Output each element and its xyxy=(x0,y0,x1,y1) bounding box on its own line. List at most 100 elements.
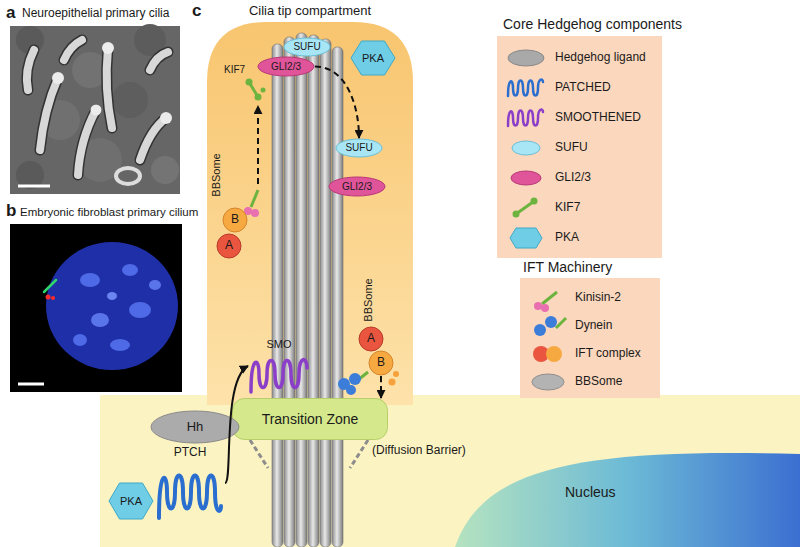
legend-text: SUFU xyxy=(555,141,588,155)
node-label: GLI2/3 xyxy=(342,181,372,193)
ift-b-complex: B xyxy=(222,207,248,233)
ift-a-complex: A xyxy=(216,233,242,259)
sufu-protein-outline xyxy=(336,139,382,157)
legend-row: PATCHED xyxy=(555,81,611,95)
label-anchor: a xyxy=(6,3,15,23)
label-anchor: Embryonic fibroblast primary cilium xyxy=(20,206,198,219)
legend-icons xyxy=(513,211,520,218)
node-label: A xyxy=(225,239,233,253)
nucleus-shape xyxy=(455,448,800,547)
sem-micrograph xyxy=(140,118,166,160)
legend-icons xyxy=(556,318,566,328)
complex-label: BBSome xyxy=(210,153,223,196)
legend-icons xyxy=(511,171,541,185)
kif7-molecule xyxy=(246,79,253,86)
node-label: B xyxy=(231,213,239,227)
patched-shape xyxy=(159,476,221,519)
kif7-molecule xyxy=(261,88,266,93)
diffusion-barrier xyxy=(250,440,268,468)
kif7-molecule xyxy=(255,94,262,101)
fluorescence-micrograph xyxy=(44,280,56,292)
legend-heading: IFT Machinery xyxy=(523,259,612,275)
smoothened-receptor: SMO xyxy=(248,338,310,394)
panel-title: Neuroepithelial primary cilia xyxy=(22,7,169,21)
fluorescence-micrograph xyxy=(149,280,161,290)
connector-arrow xyxy=(380,376,382,398)
node-label: Hh xyxy=(187,420,204,435)
sem-micrograph xyxy=(160,112,172,124)
sem-micrograph xyxy=(107,48,112,128)
legend-row: Hedgehog ligand xyxy=(555,51,646,65)
legend-icons xyxy=(542,292,557,304)
legend-panel xyxy=(520,278,660,398)
label-anchor: b xyxy=(6,201,16,221)
node-label: GLI2/3 xyxy=(271,61,301,73)
anterograde-arrow xyxy=(257,106,259,184)
cilium-compartment: Cilia tip compartmentSUFUPKAGLI2/3SUFUGL… xyxy=(205,4,415,547)
label-anchor: IFT Machinery xyxy=(523,259,612,275)
legend-icons xyxy=(512,141,540,155)
fluorescence-micrograph xyxy=(51,296,55,300)
panel-title: Embryonic fibroblast primary cilium xyxy=(20,206,198,219)
sem-micrograph xyxy=(40,78,58,150)
connector-arrow xyxy=(225,366,248,483)
sem-micrograph xyxy=(112,82,148,118)
node-label: B xyxy=(377,356,385,370)
sem-micrograph xyxy=(27,40,168,175)
pka-kinase: PKA xyxy=(108,482,154,520)
axoneme xyxy=(296,33,307,547)
node-label: PKA xyxy=(362,52,384,65)
sem-micrograph xyxy=(151,156,179,184)
kinesin-motor xyxy=(251,209,259,217)
fluorescence-micrograph xyxy=(80,273,100,287)
sem-micrograph xyxy=(27,50,34,90)
legend-text: PATCHED xyxy=(555,81,611,95)
fluorescence-micrograph xyxy=(73,334,87,346)
legend-text: BBSome xyxy=(575,375,622,389)
diffusion-barrier xyxy=(350,440,368,468)
legend-heading: Core Hedgehog components xyxy=(503,16,682,32)
gli-protein: GLI2/3 xyxy=(257,56,315,77)
fluorescence-micrograph xyxy=(107,292,117,300)
node-label: Transition Zone xyxy=(262,411,359,427)
node-label: SUFU xyxy=(293,41,320,53)
legend-row: SMOOTHENED xyxy=(555,111,641,125)
sem-micrograph xyxy=(78,110,96,175)
legend-text: IFT complex xyxy=(575,347,641,361)
label-anchor: c xyxy=(192,1,201,21)
ift-a-complex: A xyxy=(358,326,384,352)
sem-micrograph xyxy=(18,185,50,188)
transition-zone-outline xyxy=(233,399,388,440)
label-anchor: (Diffusion Barrier) xyxy=(372,444,466,458)
hedgehog-ligand-outline xyxy=(151,411,239,443)
legend-text: GLI2/3 xyxy=(555,171,591,185)
sem-micrograph xyxy=(150,52,168,70)
label-anchor: Core Hedgehog components xyxy=(503,16,682,32)
legend-icons xyxy=(508,80,543,96)
legend-row: SUFU xyxy=(555,141,588,155)
sem-micrograph xyxy=(91,105,102,116)
sem-micrograph xyxy=(102,42,114,54)
sufu-protein-outline xyxy=(284,38,330,56)
transition-zone: Transition Zone xyxy=(232,398,388,440)
axoneme xyxy=(332,47,343,547)
label-anchor: Neuroepithelial primary cilia xyxy=(22,7,169,21)
axoneme xyxy=(272,33,343,547)
sem-micrograph xyxy=(27,40,168,175)
diffusion-barrier xyxy=(250,440,368,468)
dynein-motor xyxy=(346,385,356,395)
ift-a-complex-outline xyxy=(217,234,241,258)
sem-micrograph xyxy=(150,52,168,70)
axoneme xyxy=(320,39,331,547)
sem-micrograph xyxy=(64,40,82,60)
fluorescence-micrograph xyxy=(10,224,182,392)
nucleus: Nucleus xyxy=(455,448,800,547)
node-label: PTCH xyxy=(174,446,207,460)
sem-micrograph xyxy=(64,40,82,60)
dynein-motor xyxy=(389,379,396,386)
legend-icons xyxy=(546,346,562,362)
legend-text: Dynein xyxy=(575,319,612,333)
pka-kinase: PKA xyxy=(350,40,396,76)
